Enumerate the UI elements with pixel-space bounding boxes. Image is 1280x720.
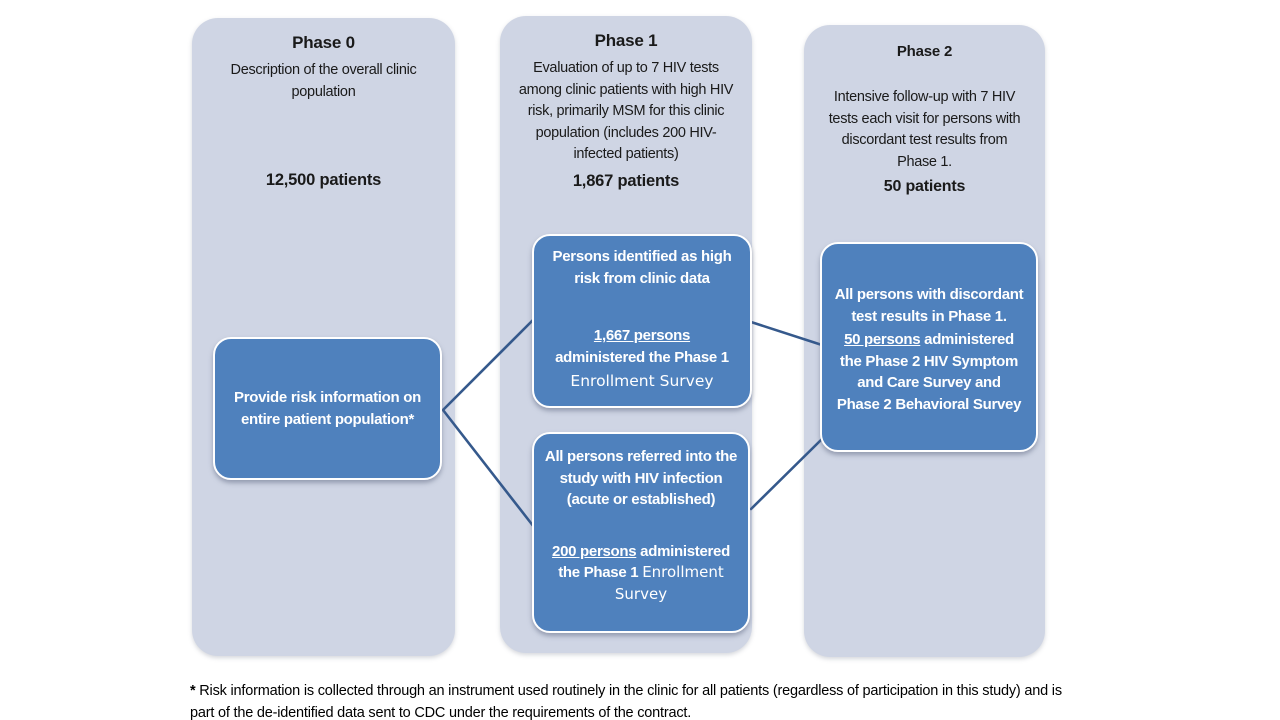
phase-2-discordant-box-detail: 50 persons administered the Phase 2 HIV … (834, 329, 1024, 415)
phase-0-title: Phase 0 (292, 33, 355, 52)
enrollment-survey-label: Enrollment Survey (614, 563, 724, 603)
phase-0-count: 12,500 patients (265, 171, 382, 189)
phase-2-discordant-box-intro: All persons with discordant test results… (834, 286, 1024, 325)
phase-1-column: Phase 1 Evaluation of up to 7 HIV tests … (500, 16, 752, 653)
connector-line (749, 436, 825, 511)
phase-1-high-risk-box-detail: 1,667 persons administered the Phase 1 Enr… (543, 325, 741, 393)
footnote: * Risk information is collected through … (190, 680, 1078, 720)
connector-line (441, 408, 536, 529)
phase-1-hiv-infected-box-intro: All persons referred into the study with… (544, 448, 738, 508)
persons-count-underlined: 200 persons (552, 542, 637, 560)
phase-1-count: 1,867 patients (572, 171, 680, 190)
persons-count-suffix: administered the Phase 1 (555, 348, 729, 366)
phase-2-column: Phase 2 Intensive follow-up with 7 HIV t… (804, 25, 1045, 657)
enrollment-survey-label: Enrollment Survey (570, 372, 714, 390)
phase-0-column: Phase 0 Description of the overall clini… (192, 18, 455, 656)
phase-1-title: Phase 1 (594, 31, 658, 50)
phase-1-high-risk-box: Persons identified as high risk from cli… (532, 234, 752, 408)
persons-count-suffix: administered the Phase 1 (558, 542, 730, 582)
footnote-asterisk: * (190, 682, 196, 699)
persons-count-underlined: 1,667 persons (593, 327, 691, 344)
phase-0-info-box-text: Provide risk information on entire patie… (234, 389, 421, 428)
footnote-text: Risk information is collected through an… (190, 682, 1062, 720)
connector-line (749, 320, 824, 347)
phase-2-count: 50 patients (883, 178, 966, 195)
phase-2-description: Intensive follow-up with 7 HIV tests eac… (828, 89, 1021, 170)
persons-count-suffix: administered the Phase 2 HIV Symptom and… (836, 331, 1022, 413)
phase-0-description: Description of the overall clinic popula… (230, 62, 417, 100)
phase-2-discordant-box: All persons with discordant test results… (820, 242, 1038, 452)
phase-1-hiv-infected-box-detail: 200 persons administered the Phase 1 Enr… (542, 541, 740, 606)
phase-2-title: Phase 2 (896, 43, 953, 60)
persons-count-underlined: 50 persons (844, 331, 921, 348)
phase-1-hiv-infected-box: All persons referred into the study with… (532, 432, 750, 633)
connector-line (441, 317, 536, 412)
phase-1-high-risk-box-intro: Persons identified as high risk from cli… (552, 248, 732, 287)
phase-1-description: Evaluation of up to 7 HIV tests among cl… (518, 60, 734, 162)
phase-0-info-box: Provide risk information on entire patie… (213, 337, 442, 480)
